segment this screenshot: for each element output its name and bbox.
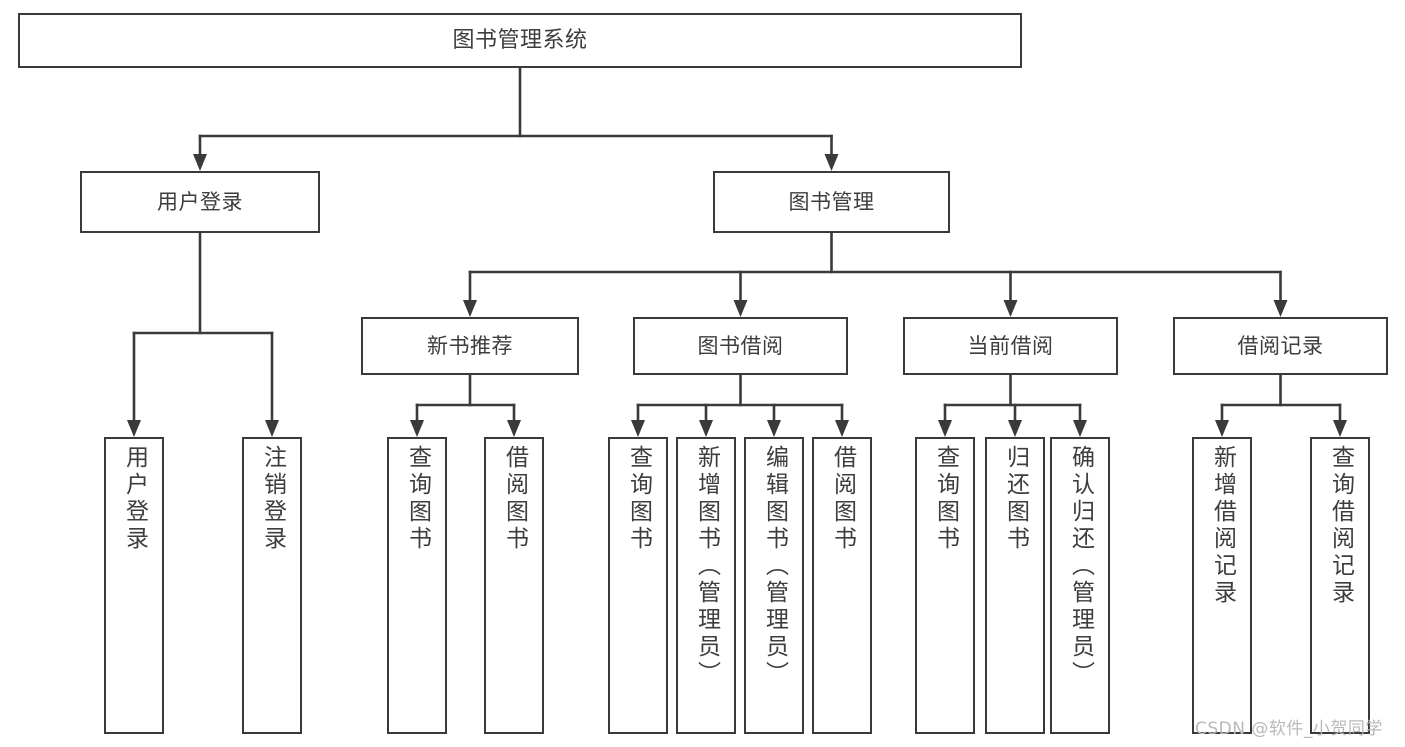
node-l3-book-borrow[interactable]: 图书借阅 <box>633 317 848 375</box>
arrowhead-icon <box>463 300 477 317</box>
arrowhead-icon <box>824 154 839 171</box>
arrowhead-icon <box>1003 300 1018 317</box>
arrowhead-icon <box>1273 300 1288 317</box>
arrowhead-icon <box>193 154 207 171</box>
node-l2-user-login[interactable]: 用户登录 <box>80 171 320 233</box>
node-label: 新增借阅记录 <box>1209 445 1236 607</box>
node-label: 确认归还（管理员） <box>1067 445 1094 688</box>
node-label: 图书借阅 <box>697 333 784 358</box>
arrowhead-icon <box>938 420 952 437</box>
arrowhead-icon <box>631 420 645 437</box>
node-leaf-user-logout[interactable]: 注销登录 <box>242 437 302 734</box>
node-label: 归还图书 <box>1002 445 1029 553</box>
node-label: 查询图书 <box>625 445 652 553</box>
node-label: 查询图书 <box>932 445 959 553</box>
node-leaf-rec-query-record[interactable]: 查询借阅记录 <box>1310 437 1370 734</box>
arrowhead-icon <box>835 420 849 437</box>
node-l3-borrow-record[interactable]: 借阅记录 <box>1173 317 1388 375</box>
arrowhead-icon <box>410 420 424 437</box>
node-l3-current-borrow[interactable]: 当前借阅 <box>903 317 1118 375</box>
node-leaf-rec-add-record[interactable]: 新增借阅记录 <box>1192 437 1252 734</box>
node-label: 用户登录 <box>157 189 243 214</box>
arrowhead-icon <box>699 420 713 437</box>
arrowhead-icon <box>127 420 141 437</box>
node-l2-book-mgmt[interactable]: 图书管理 <box>713 171 950 233</box>
node-leaf-cur-query-book[interactable]: 查询图书 <box>915 437 975 734</box>
node-label: 新书推荐 <box>427 333 513 358</box>
arrowhead-icon <box>1333 420 1347 437</box>
csdn-watermark: CSDN @软件_小贺同学 <box>1195 719 1383 739</box>
node-label: 借阅图书 <box>501 445 528 553</box>
arrowhead-icon <box>265 420 279 437</box>
node-l3-new-book-rec[interactable]: 新书推荐 <box>361 317 579 375</box>
node-label: 借阅记录 <box>1237 333 1324 358</box>
node-label: 图书管理系统 <box>452 27 588 53</box>
node-label: 注销登录 <box>259 445 286 553</box>
arrowhead-icon <box>1073 420 1087 437</box>
node-leaf-rec-query-book[interactable]: 查询图书 <box>387 437 447 734</box>
node-label: 图书管理 <box>788 189 875 214</box>
arrowhead-icon <box>507 420 521 437</box>
node-leaf-borrow-borrow-book[interactable]: 借阅图书 <box>812 437 872 734</box>
arrowhead-icon <box>1008 420 1022 437</box>
node-label: 借阅图书 <box>829 445 856 553</box>
arrowhead-icon <box>733 300 748 317</box>
node-label: 新增图书（管理员） <box>693 445 720 688</box>
node-root[interactable]: 图书管理系统 <box>18 13 1022 68</box>
arrowhead-icon <box>1215 420 1229 437</box>
node-leaf-rec-borrow-book[interactable]: 借阅图书 <box>484 437 544 734</box>
node-leaf-cur-confirm-return[interactable]: 确认归还（管理员） <box>1050 437 1110 734</box>
arrowhead-icon <box>767 420 781 437</box>
node-label: 查询图书 <box>404 445 431 553</box>
node-leaf-borrow-query-book[interactable]: 查询图书 <box>608 437 668 734</box>
node-label: 用户登录 <box>121 445 148 553</box>
node-label: 当前借阅 <box>967 333 1054 358</box>
node-leaf-cur-return-book[interactable]: 归还图书 <box>985 437 1045 734</box>
node-label: 编辑图书（管理员） <box>761 445 788 688</box>
node-label: 查询借阅记录 <box>1327 445 1354 607</box>
node-leaf-borrow-edit-book[interactable]: 编辑图书（管理员） <box>744 437 804 734</box>
node-leaf-borrow-add-book[interactable]: 新增图书（管理员） <box>676 437 736 734</box>
node-leaf-user-login[interactable]: 用户登录 <box>104 437 164 734</box>
